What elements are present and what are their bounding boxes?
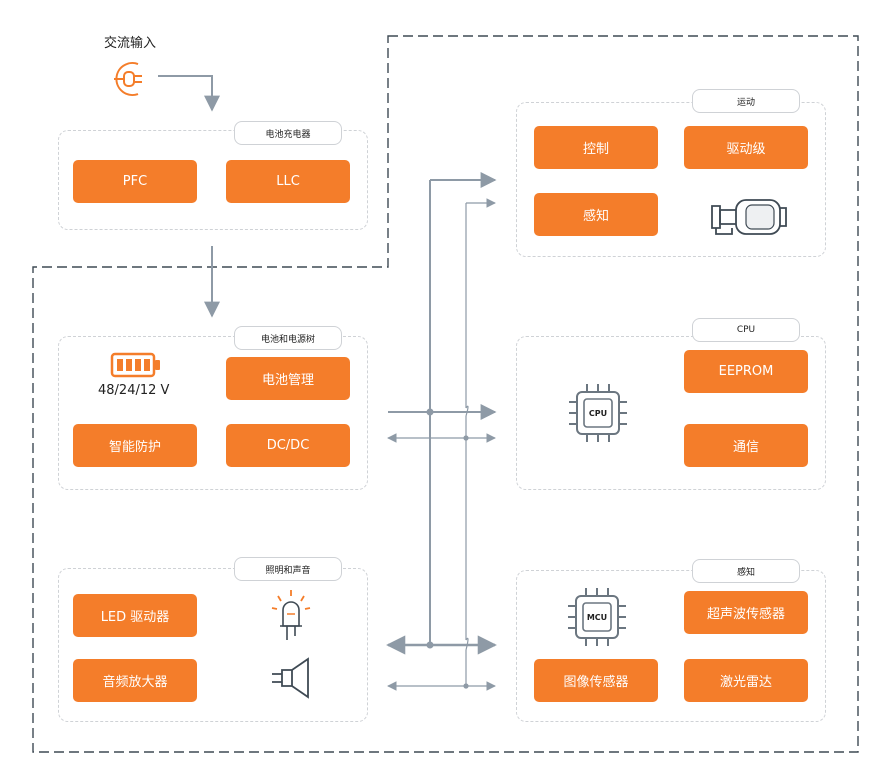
control-block: 控制 xyxy=(534,126,658,169)
dcdc-block: DC/DC xyxy=(226,424,350,467)
ultrasonic-sensor-block: 超声波传感器 xyxy=(684,591,808,634)
lighting-sound-title: 照明和声音 xyxy=(234,557,342,581)
plug-icon xyxy=(114,62,142,96)
cpu-title: CPU xyxy=(692,318,800,342)
led-driver-block: LED 驱动器 xyxy=(73,594,197,637)
eeprom-block: EEPROM xyxy=(684,350,808,393)
llc-block: LLC xyxy=(226,160,350,203)
audio-amplifier-block: 音频放大器 xyxy=(73,659,197,702)
voltage-label: 48/24/12 V xyxy=(98,383,170,398)
led-icon xyxy=(271,590,311,640)
speaker-icon xyxy=(272,657,309,699)
motion-sensing-block: 感知 xyxy=(534,193,658,236)
power-tree-title: 电池和电源树 xyxy=(234,326,342,350)
pfc-block: PFC xyxy=(73,160,197,203)
cpu-chip-label: CPU xyxy=(588,408,608,418)
battery-charger-title: 电池充电器 xyxy=(234,121,342,145)
motion-title: 运动 xyxy=(692,89,800,113)
communication-block: 通信 xyxy=(684,424,808,467)
cpu-chip-icon: CPU xyxy=(565,380,631,446)
smart-protection-block: 智能防护 xyxy=(73,424,197,467)
mcu-chip-label: MCU xyxy=(586,612,608,622)
lidar-block: 激光雷达 xyxy=(684,659,808,702)
ac-input-label: 交流输入 xyxy=(104,36,157,51)
battery-management-block: 电池管理 xyxy=(226,357,350,400)
system-boundary xyxy=(32,35,859,753)
ac-to-charger-arrow xyxy=(158,75,220,112)
battery-icon xyxy=(110,352,160,378)
image-sensor-block: 图像传感器 xyxy=(534,659,658,702)
driver-stage-block: 驱动级 xyxy=(684,126,808,169)
motor-icon xyxy=(711,199,787,235)
mcu-chip-icon: MCU xyxy=(564,584,630,650)
perception-title: 感知 xyxy=(692,559,800,583)
